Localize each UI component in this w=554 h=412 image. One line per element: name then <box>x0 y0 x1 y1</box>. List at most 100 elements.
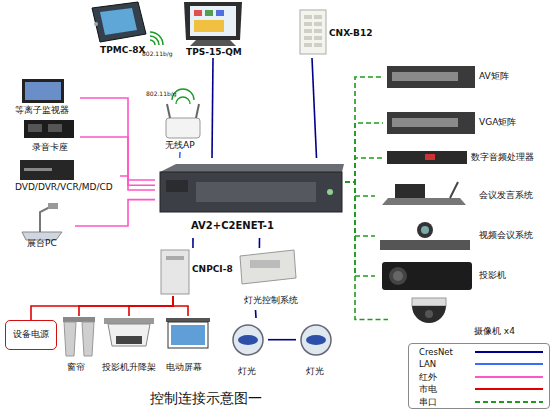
connector <box>120 176 155 190</box>
device-node: 无线AP <box>155 96 205 152</box>
device-label: AV2+C2ENET-1 <box>191 220 274 231</box>
connector <box>312 58 317 158</box>
device-node: 等离子监视器 <box>15 78 80 118</box>
connector-line <box>345 77 383 182</box>
connector <box>212 58 213 158</box>
device-node: DVD/DVR/VCR/MD/CD <box>15 158 120 194</box>
projector-illustration <box>382 262 472 290</box>
connector <box>75 200 155 226</box>
device-node: 电动屏幕 <box>163 316 213 376</box>
connector-line <box>345 123 383 182</box>
keypad-illustration <box>300 10 326 54</box>
device-label: 灯光 <box>238 366 256 377</box>
connector <box>345 182 375 276</box>
conference-system-illustration <box>382 182 466 205</box>
device-node: 灯光 <box>296 318 336 380</box>
connector <box>129 296 173 316</box>
lighting-controller-illustration <box>240 250 296 284</box>
device-node: TPMC-8X <box>88 0 154 58</box>
connector <box>79 296 173 316</box>
device-label: TPMC-8X <box>100 45 145 56</box>
connector-line <box>345 158 383 182</box>
av-matrix-illustration <box>387 66 475 88</box>
connector-line <box>345 182 375 276</box>
plasma-monitor-illustration <box>22 79 64 103</box>
device-label: 投影机 <box>479 270 506 281</box>
connector <box>345 182 375 196</box>
device-node: AV矩阵 <box>383 62 533 92</box>
connector-line <box>345 182 375 196</box>
connector <box>80 98 155 180</box>
legend-sample <box>475 401 543 403</box>
device-node: CNX-B12 <box>296 8 376 58</box>
connector <box>173 296 188 316</box>
legend-line <box>475 371 545 383</box>
connector-line <box>312 58 317 158</box>
power-box: 设备电源 <box>5 320 57 350</box>
device-label: 等离子监视器 <box>15 105 69 116</box>
device-label: 视频会议系统 <box>479 230 533 241</box>
connector <box>31 296 173 320</box>
device-label: 窗帘 <box>67 362 85 373</box>
connector <box>345 158 383 182</box>
device-label: 会议发言系统 <box>479 190 533 201</box>
connector-line <box>31 296 173 320</box>
connector <box>345 182 388 320</box>
connector <box>255 310 257 318</box>
connector <box>268 339 296 340</box>
connector <box>345 123 383 182</box>
device-label: CNPCI-8 <box>192 264 233 275</box>
device-node: 灯光控制系统 <box>236 248 314 310</box>
wireless-waves <box>150 32 163 45</box>
device-node: 投影机 <box>375 255 515 297</box>
legend-row: 市电 <box>409 383 549 395</box>
device-node: AV2+C2ENET-1 <box>155 158 345 238</box>
connector <box>192 238 193 248</box>
device-node: 窗帘 <box>60 316 98 376</box>
device-label: 展台PC <box>27 238 57 249</box>
camera-illustration <box>412 298 446 323</box>
legend-row: LAN <box>409 358 549 370</box>
connector-line <box>129 296 173 316</box>
audio-processor-illustration <box>387 151 467 164</box>
connector-line <box>173 296 188 316</box>
device-node: 投影机升降架 <box>98 316 160 376</box>
legend-row: CresNet <box>409 346 549 358</box>
connector <box>345 77 383 182</box>
device-label: 电动屏幕 <box>166 362 202 373</box>
connector-line <box>80 137 155 185</box>
legend-sample <box>475 376 543 378</box>
connector-line <box>345 182 388 320</box>
device-node: VGA矩阵 <box>383 108 533 138</box>
cnpci-illustration <box>161 250 189 294</box>
legend-text: LAN <box>419 358 436 370</box>
legend-text: 串口 <box>419 396 437 408</box>
curtain-illustration <box>63 317 95 356</box>
device-node: 视频会议系统 <box>375 218 540 254</box>
connector-line <box>192 238 194 248</box>
device-label: 设备电源 <box>6 329 56 340</box>
legend-line <box>475 346 545 358</box>
device-node: CNPCI-8 <box>158 248 234 296</box>
connector-line <box>79 296 173 316</box>
wireless-label: 802.11b/g <box>146 90 177 97</box>
legend-sample <box>475 363 543 365</box>
connector-line <box>259 238 261 248</box>
connector <box>80 137 155 185</box>
control-processor-illustration <box>160 164 344 212</box>
video-conference-illustration <box>380 222 470 250</box>
device-node: 展台PC <box>15 203 75 249</box>
touch-panel-illustration <box>92 2 146 42</box>
connector <box>259 238 260 248</box>
legend-box: CresNetLAN红外市电串口 <box>408 343 550 409</box>
connector-line <box>268 339 296 341</box>
device-label: 灯光控制系统 <box>244 295 298 306</box>
device-node: 数字音频处理器 <box>383 148 543 168</box>
device-label: 无线AP <box>165 140 195 151</box>
device-label: TPS-15-QM <box>186 47 242 58</box>
connector-line <box>179 152 181 158</box>
device-label: CNX-B12 <box>329 28 372 39</box>
projector-lift-illustration <box>104 318 154 346</box>
device-node: 录音卡座 <box>20 118 80 156</box>
legend-sample <box>475 351 543 353</box>
